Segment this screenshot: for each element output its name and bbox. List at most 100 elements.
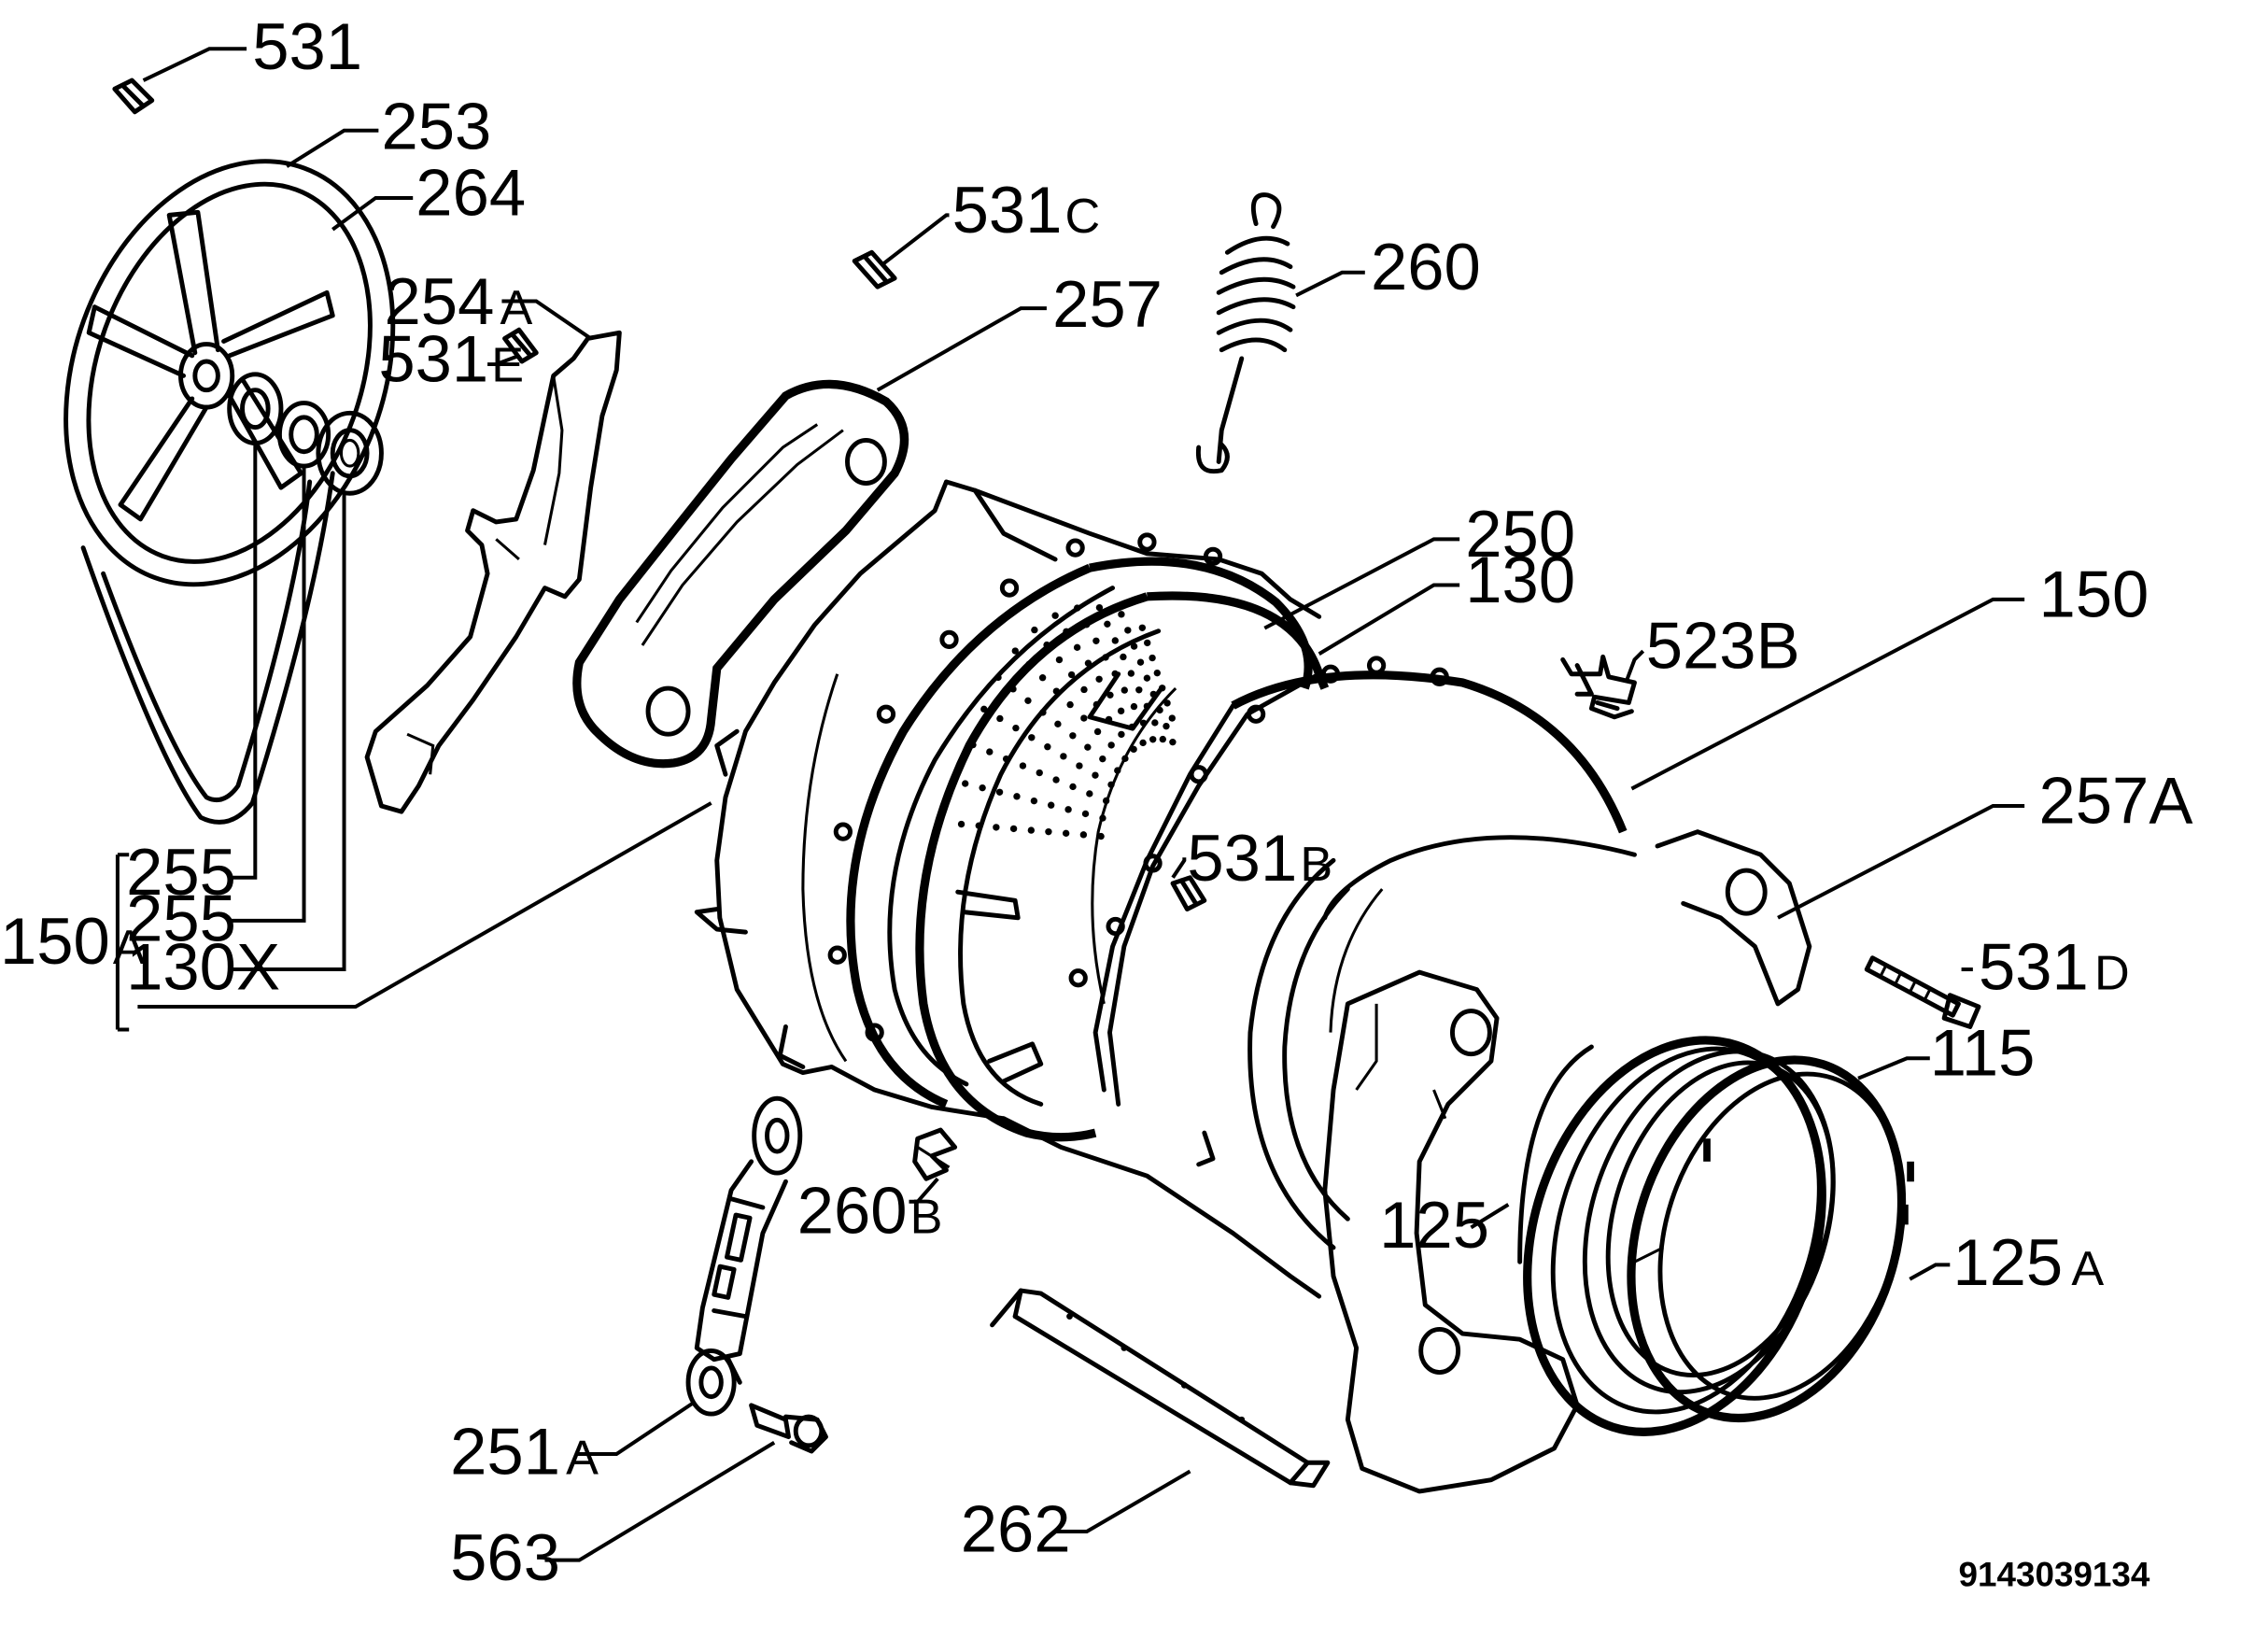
drum-perforation [1080, 685, 1088, 694]
shock-absorber [685, 1095, 803, 1417]
drum-perforation [1092, 771, 1099, 779]
drum-perforation [1060, 753, 1067, 760]
drum-perforation [1051, 612, 1059, 619]
drum-perforation [1163, 699, 1171, 707]
drum-perforation [1104, 620, 1111, 628]
drum-perforation [1111, 637, 1120, 644]
label-531b: 531B [1187, 821, 1332, 895]
drum-perforation [1092, 637, 1100, 644]
label-257a: 257A [2038, 763, 2192, 837]
drive-belt [80, 471, 335, 825]
drum-perforation [1009, 825, 1018, 833]
drum-perforation [1036, 769, 1043, 777]
bolt-563 [749, 1403, 828, 1454]
drum-perforation [1067, 671, 1076, 679]
drum-perforation [1163, 722, 1170, 730]
label-264: 264 [416, 155, 526, 229]
screw-531c [852, 249, 897, 289]
label-255-top: 255 [126, 835, 236, 909]
drum-perforation [1099, 755, 1106, 763]
drum-perforation [1151, 719, 1159, 727]
drum-perforation [1084, 743, 1092, 751]
drum-perforation [1031, 626, 1038, 634]
clip-523b [1560, 654, 1637, 720]
label-130x: 130X [126, 930, 280, 1004]
label-563: 563 [450, 1520, 560, 1594]
drum-perforation [1062, 829, 1070, 838]
drum-perforation [979, 784, 986, 792]
drum-perforation [1081, 810, 1090, 818]
drum-perforation [1045, 827, 1052, 836]
drum-perforation [1073, 643, 1081, 652]
drum-perforation [1130, 702, 1138, 711]
drum-perforation [1153, 669, 1161, 677]
drum-perforation [1069, 783, 1077, 791]
label-115: 115 [1930, 1016, 2036, 1090]
drum-perforation [1027, 826, 1036, 834]
drum-perforation [1069, 732, 1077, 740]
drum-perforation [1136, 658, 1145, 666]
label-262: 262 [961, 1491, 1071, 1565]
drum-perforation [1168, 714, 1176, 722]
drum-perforation [1011, 647, 1019, 655]
drum-perforation [1079, 831, 1088, 839]
drum-perforation [1120, 686, 1128, 694]
drum-perforation [1076, 762, 1083, 770]
label-257: 257 [1052, 267, 1163, 341]
label-130: 130 [1465, 543, 1575, 616]
drum-perforation [1047, 801, 1055, 809]
drum-perforation [962, 780, 969, 787]
bolt-531d [1864, 955, 1981, 1029]
drum-perforation [1095, 603, 1104, 612]
drum-perforation [1124, 627, 1132, 634]
drum-perforation [1144, 639, 1151, 647]
drum-perforation [1097, 832, 1105, 840]
label-255-mid: 255 [126, 881, 236, 954]
drum-perforation [1012, 724, 1020, 732]
screw-531e [502, 327, 539, 364]
drum-perforation [993, 824, 1000, 831]
drum-perforation [986, 748, 994, 755]
label-531: 531 [252, 9, 362, 83]
document-number: 9143039134 [1959, 1555, 2150, 1593]
drum-spider-bracket [364, 330, 622, 814]
drum-perforation [1149, 654, 1156, 662]
drum-perforation [1064, 806, 1072, 813]
drum-perforation [957, 820, 965, 828]
front-tub-half [1001, 656, 1637, 1299]
drum-perforation [1019, 762, 1027, 770]
clip-260b [912, 1127, 958, 1181]
drum-perforation [1135, 686, 1143, 694]
label-531e: 531E [378, 321, 524, 395]
drum-perforation [1138, 624, 1147, 631]
drum-perforation [1086, 790, 1093, 798]
drum-perforation [1117, 707, 1125, 715]
drum-perforation [1054, 720, 1062, 728]
label-531c: 531C [952, 173, 1101, 247]
drum-perforation [1130, 642, 1138, 650]
drum-perforation [1066, 700, 1074, 709]
drum-perforation [1093, 727, 1102, 736]
drum-perforation [994, 673, 1002, 682]
drum-front-section [915, 591, 1330, 1142]
drum-perforation [1120, 653, 1127, 661]
label-250: 250 [1465, 497, 1575, 571]
drum-perforation [1095, 675, 1103, 683]
drum-perforation [1118, 730, 1125, 739]
label-523b: 523B [1646, 609, 1800, 683]
bottom-rail [990, 1288, 1331, 1489]
front-door-gasket [1517, 1036, 1914, 1436]
label-150a: 150A [0, 904, 146, 978]
drum-perforation [1169, 738, 1177, 746]
drum-perforation [1024, 697, 1032, 704]
screw-531b [1170, 875, 1207, 912]
drum-perforation [1159, 735, 1166, 743]
drum-perforation [1127, 670, 1135, 677]
drum-perforation [1149, 736, 1157, 743]
drum-perforation [1030, 797, 1038, 805]
drum-perforation [1038, 674, 1047, 682]
